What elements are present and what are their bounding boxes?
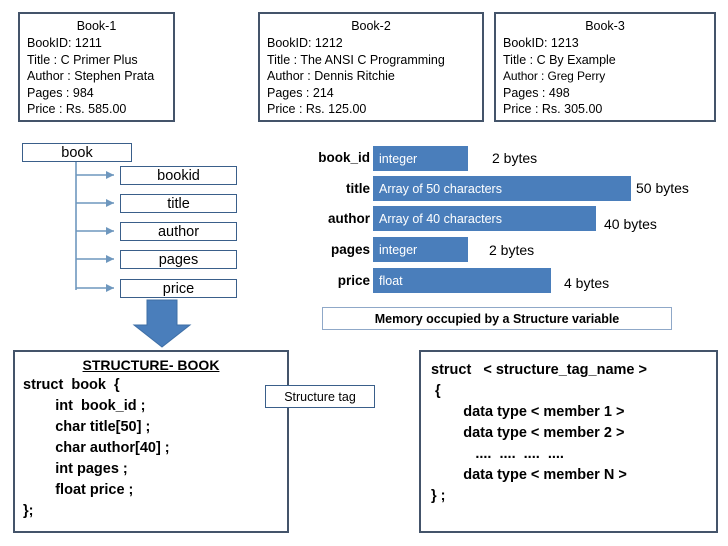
chart-bar-book_id: integer <box>373 146 468 171</box>
code-line: char title[50] ; <box>23 419 151 435</box>
code-line: data type < member N > <box>431 467 627 483</box>
code-line: { <box>431 383 441 399</box>
code-line: struct book { <box>23 377 120 393</box>
chart-category-price: price <box>337 273 370 288</box>
book-card-price: Price : Rs. 585.00 <box>27 102 127 117</box>
code-line: int pages ; <box>23 461 128 477</box>
tree-node-title[interactable]: title <box>120 194 237 213</box>
tree-node-label: bookid <box>157 167 200 184</box>
chart-category-book_id: book_id <box>318 150 370 165</box>
book-card-bookid: BookID: 1211 <box>27 36 102 50</box>
tree-root-label: book <box>61 144 93 161</box>
chart-value-author: 40 bytes <box>604 216 657 232</box>
tree-node-label: author <box>157 223 200 240</box>
code-line: .... .... .... .... <box>431 446 564 462</box>
book-card-title: Book-2 <box>351 19 391 33</box>
code-line: data type < member 2 > <box>431 425 625 441</box>
chart-bar-label: integer <box>379 242 418 257</box>
code-line: } ; <box>431 488 446 504</box>
tree-node-author[interactable]: author <box>120 222 237 241</box>
book-card-author: Author : Greg Perry <box>503 69 606 84</box>
chart-category-pages: pages <box>330 242 370 257</box>
book-card-author: Author : Dennis Ritchie <box>267 69 395 84</box>
chart-value-price: 4 bytes <box>564 275 610 291</box>
code-line: struct < structure_tag_name > <box>431 362 647 378</box>
book-card-3: Book-3 BookID: 1213 Title : C By Example… <box>494 12 716 122</box>
structure-tag-callout: Structure tag <box>265 385 375 408</box>
book-card-price: Price : Rs. 305.00 <box>503 102 603 117</box>
chart-category-author: author <box>328 211 370 226</box>
chart-bar-title: Array of 50 characters <box>373 176 631 201</box>
chart-bar-label: integer <box>379 151 418 166</box>
tree-node-label: title <box>167 195 190 212</box>
code-line: float price ; <box>23 482 134 498</box>
tree-node-bookid[interactable]: bookid <box>120 166 237 185</box>
tree-node-price[interactable]: price <box>120 279 237 298</box>
structure-book-title: STRUCTURE- BOOK <box>82 357 220 373</box>
tree-node-pages[interactable]: pages <box>120 250 237 269</box>
structure-tag-label: Structure tag <box>284 389 356 404</box>
memory-caption-label: Memory occupied by a Structure variable <box>374 311 620 326</box>
book-card-title: Book-3 <box>585 19 625 33</box>
book-card-1: Book-1 BookID: 1211 Title : C Primer Plu… <box>18 12 175 122</box>
book-card-title: Book-1 <box>76 19 117 33</box>
book-card-title-line: Title : C Primer Plus <box>27 52 138 67</box>
chart-bar-label: Array of 50 characters <box>379 181 502 196</box>
structure-book-panel: STRUCTURE- BOOK struct book { int book_i… <box>13 350 289 533</box>
book-card-title-line: Title : C By Example <box>503 52 616 67</box>
down-arrow-icon <box>132 299 192 348</box>
code-line: int book_id ; <box>23 398 146 414</box>
code-line: }; <box>23 503 34 519</box>
book-card-author: Author : Stephen Prata <box>27 69 155 84</box>
book-card-bookid: BookID: 1213 <box>503 36 579 50</box>
chart-bar-label: float <box>379 273 403 288</box>
book-card-bookid: BookID: 1212 <box>267 36 343 50</box>
book-card-pages: Pages : 984 <box>27 85 94 100</box>
book-card-price: Price : Rs. 125.00 <box>267 102 367 117</box>
memory-caption-box: Memory occupied by a Structure variable <box>322 307 672 330</box>
book-card-pages: Pages : 214 <box>267 85 334 100</box>
chart-bar-pages: integer <box>373 237 468 262</box>
book-card-pages: Pages : 498 <box>503 85 570 100</box>
book-card-2: Book-2 BookID: 1212 Title : The ANSI C P… <box>258 12 484 122</box>
chart-value-book_id: 2 bytes <box>492 150 538 166</box>
tree-node-label: price <box>162 280 195 297</box>
chart-value-pages: 2 bytes <box>489 242 535 258</box>
code-line: data type < member 1 > <box>431 404 625 420</box>
tree-root-book[interactable]: book <box>22 143 132 162</box>
chart-bar-author: Array of 40 characters <box>373 206 596 231</box>
book-card-title-line: Title : The ANSI C Programming <box>267 52 445 67</box>
chart-bar-price: float <box>373 268 551 293</box>
chart-category-title: title <box>345 181 370 196</box>
syntax-panel: struct < structure_tag_name > { data typ… <box>419 350 718 533</box>
chart-value-title: 50 bytes <box>636 180 689 196</box>
tree-node-label: pages <box>158 251 199 268</box>
chart-bar-label: Array of 40 characters <box>379 211 502 226</box>
code-line: char author[40] ; <box>23 440 170 456</box>
